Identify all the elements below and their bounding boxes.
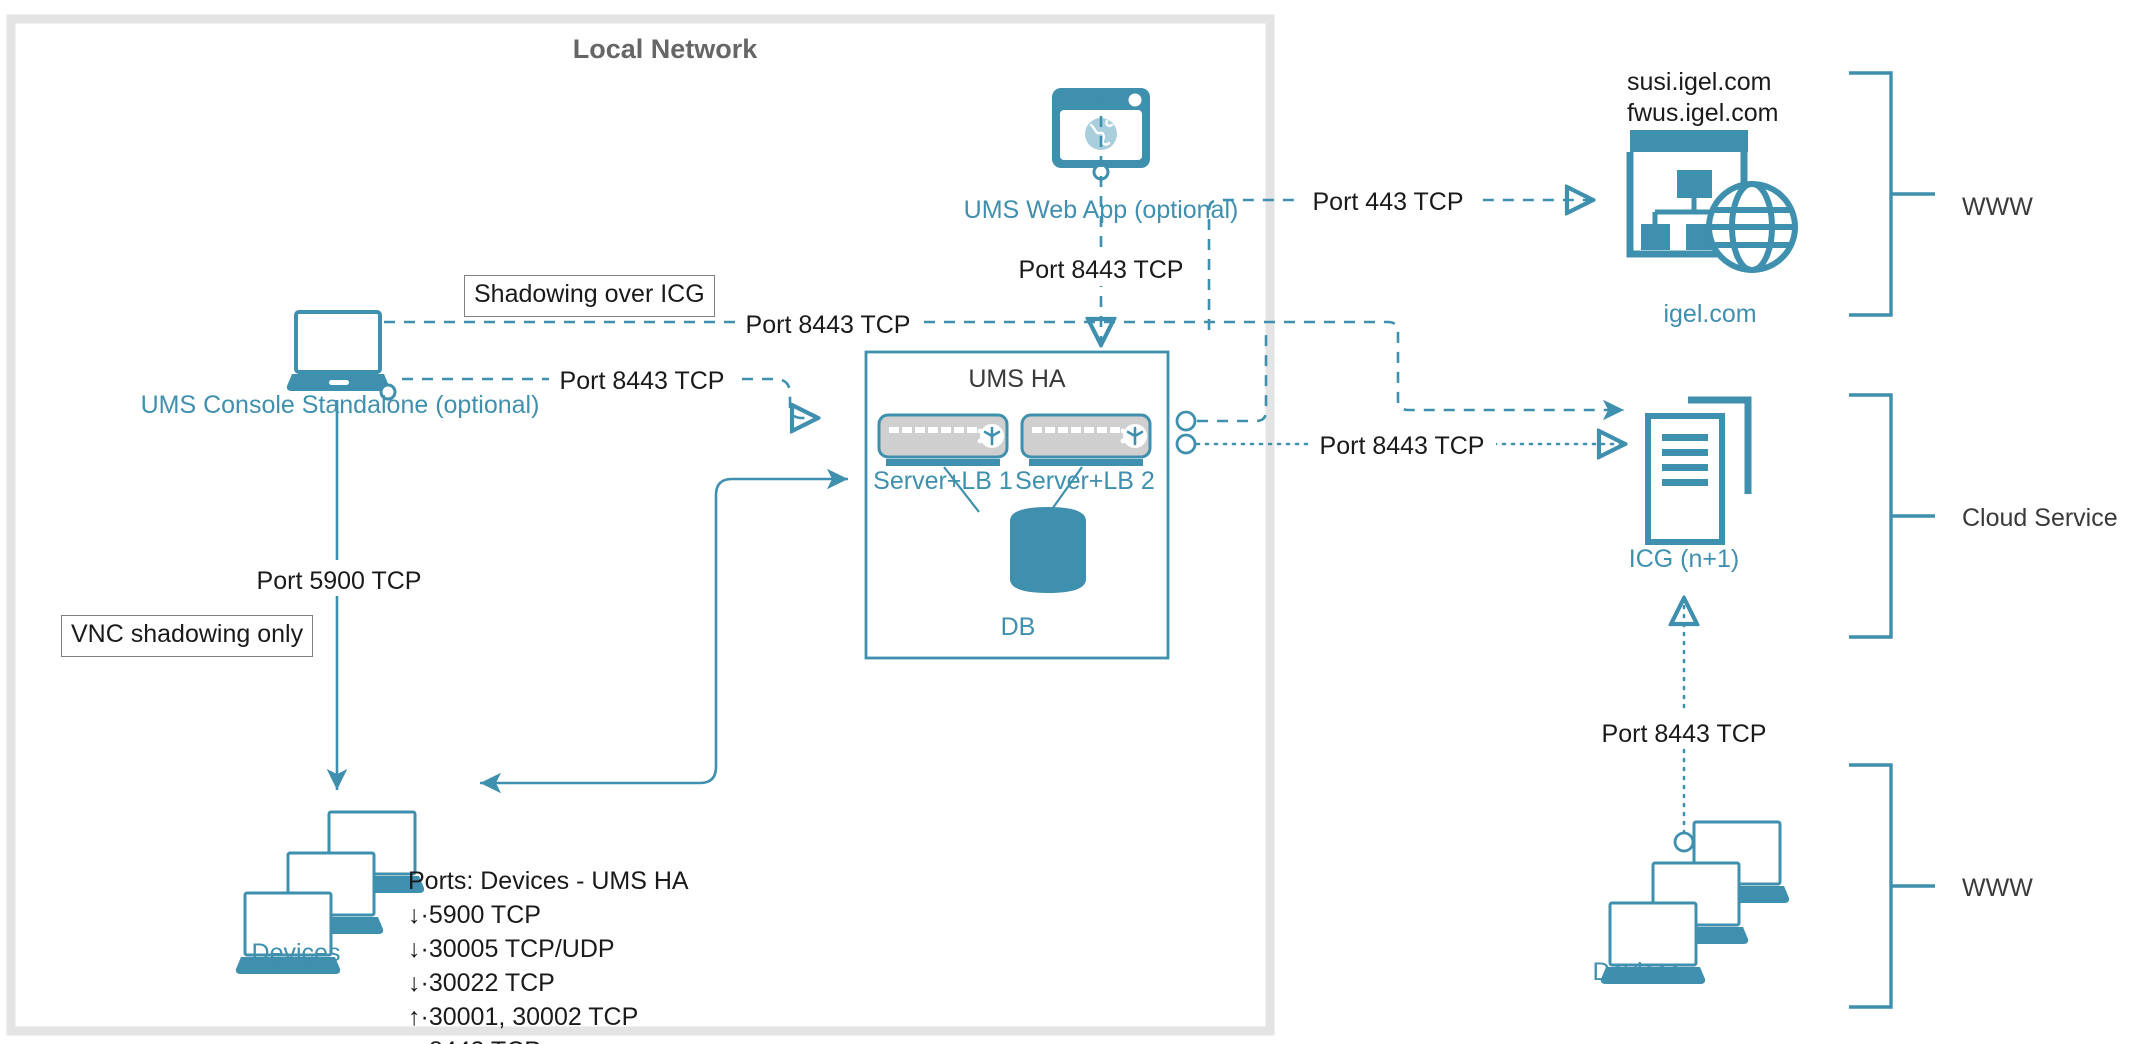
edge-label-console-to-devices: Port 5900 TCP [256,567,422,595]
igel-com-label: igel.com [1663,300,1757,328]
edge-label-webapp-to-ha: Port 8443 TCP [1018,256,1184,284]
server-lb-1-label: Server+LB 1 [873,467,1013,495]
ums-ha-box [864,350,1170,660]
db-label: DB [1000,613,1036,641]
ha-port-dot-lower [1175,433,1197,455]
edge-console-to-ums-ha [402,377,818,418]
label-mask [735,305,921,339]
local-network-title: Local Network [572,34,758,64]
ums-console-laptop-icon [286,310,397,401]
label-mask [1310,428,1496,462]
server-lb-2-label: Server+LB 2 [1015,467,1155,495]
label-mask [1295,182,1481,218]
igel-host-fwus: fwus.igel.com [1627,99,1779,127]
note-vnc-shadowing-only: VNC shadowing only [61,615,314,657]
bracket-label-cloud-service: Cloud Service [1962,504,2118,532]
devices-right-port-dot [1673,831,1695,853]
bracket-www-bottom [1849,763,1935,1009]
label-mask [1592,712,1778,748]
devices-right-label: Devices [1592,958,1682,986]
igel-host-susi: susi.igel.com [1627,68,1772,96]
local-network-boundary [6,14,1275,1036]
igel-com-icon [1626,130,1798,273]
edge-console-shadowing [384,320,1624,421]
devices-left-icon [235,810,425,974]
icg-label: ICG (n+1) [1628,545,1740,573]
label-mask [549,362,735,396]
label-mask [1000,250,1202,286]
icg-server-icon [1645,396,1752,545]
edge-webapp-to-igel [1207,200,1593,330]
bracket-www-top [1849,71,1935,317]
devices-left-label: Devices [251,939,341,967]
devices-right-icon [1600,820,1790,984]
ums-console-label: UMS Console Standalone (optional) [140,391,540,419]
database-cylinder-icon [1010,507,1086,593]
edge-ha-to-icg-dashed [1197,330,1268,423]
edge-label-webapp-to-igel: Port 443 TCP [1312,188,1464,216]
edge-ums-ha-to-devices [480,468,848,794]
server-lb-1-icon [877,413,1009,513]
ums-ha-title: UMS HA [968,365,1066,393]
server-lb-2-icon [1020,413,1152,513]
bracket-cloud-service [1849,393,1935,639]
note-shadowing-over-icg: Shadowing over ICG [464,275,715,317]
label-mask [255,560,423,596]
bracket-label-www-top: WWW [1962,193,2033,221]
edge-label-console-shadowing: Port 8443 TCP [745,311,911,339]
edge-label-ha-to-icg: Port 8443 TCP [1319,432,1485,460]
edge-label-devices-to-icg: Port 8443 TCP [1601,720,1767,748]
edge-label-console-to-ha: Port 8443 TCP [559,367,725,395]
ha-port-dot-upper [1175,410,1197,432]
bracket-label-www-bottom: WWW [1962,874,2033,902]
ums-web-app-label: UMS Web App (optional) [963,196,1239,224]
ports-devices-ums-ha-list: Ports: Devices - UMS HA ↓·5900 TCP ↓·300… [408,867,689,1044]
